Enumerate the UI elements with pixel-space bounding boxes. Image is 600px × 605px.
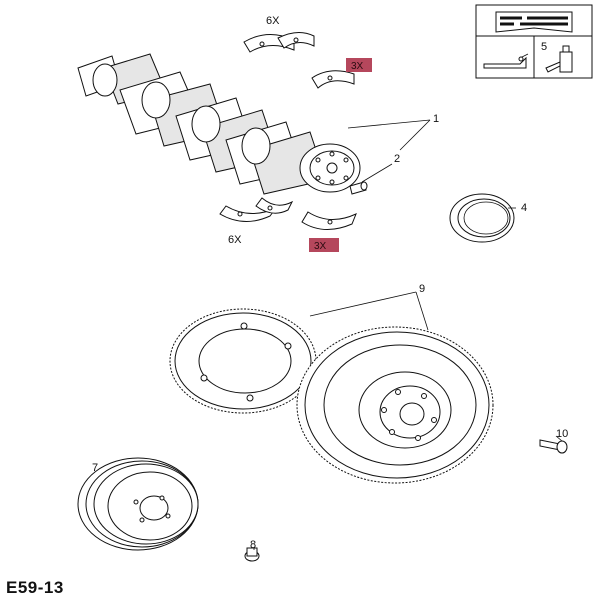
- callout-4: 4: [521, 202, 527, 214]
- callout-1: 1: [433, 113, 439, 125]
- diagram-code-label: E59-13: [6, 578, 64, 597]
- crankshaft-pulley-part: [77, 457, 199, 551]
- callout-numbers: 1 2 4 7 8 9 10: [92, 113, 568, 551]
- callout-9: 9: [419, 283, 425, 295]
- dowel-pin-part: [349, 181, 368, 195]
- qty-upper-thrust: 3X: [351, 61, 364, 72]
- crankshaft-part: [77, 53, 361, 195]
- flywheel-bolt-part: [539, 439, 568, 454]
- qty-lower-bearing: 6X: [228, 234, 242, 246]
- ring-gear-part: [169, 308, 317, 414]
- upper-thrust-bearing-part: [311, 70, 355, 89]
- callout-7: 7: [92, 462, 98, 474]
- qty-lower-thrust-badge: 3X: [309, 238, 339, 252]
- grease-cartridge-icon: [545, 45, 573, 73]
- oil-seal-part: [449, 193, 515, 243]
- callout-2: 2: [394, 153, 400, 165]
- qty-upper-bearing: 6X: [266, 15, 280, 27]
- leader-lines: [253, 119, 563, 550]
- flywheel-part: [296, 326, 494, 484]
- upper-main-bearing-part: [243, 32, 315, 53]
- callout-10: 10: [556, 428, 568, 440]
- lower-main-bearing-part: [219, 197, 294, 222]
- qty-upper-thrust-badge: 3X: [346, 58, 372, 72]
- manual-wrench-icon: [495, 11, 573, 33]
- callout-8: 8: [250, 539, 256, 551]
- qty-lower-thrust: 3X: [314, 241, 327, 252]
- oil-can-icon: [483, 53, 529, 69]
- lower-thrust-bearing-part: [301, 211, 357, 230]
- legend-number-label: 5: [541, 41, 547, 53]
- tool-legend-box: 5: [475, 4, 593, 79]
- pulley-bolt-part: [244, 547, 260, 562]
